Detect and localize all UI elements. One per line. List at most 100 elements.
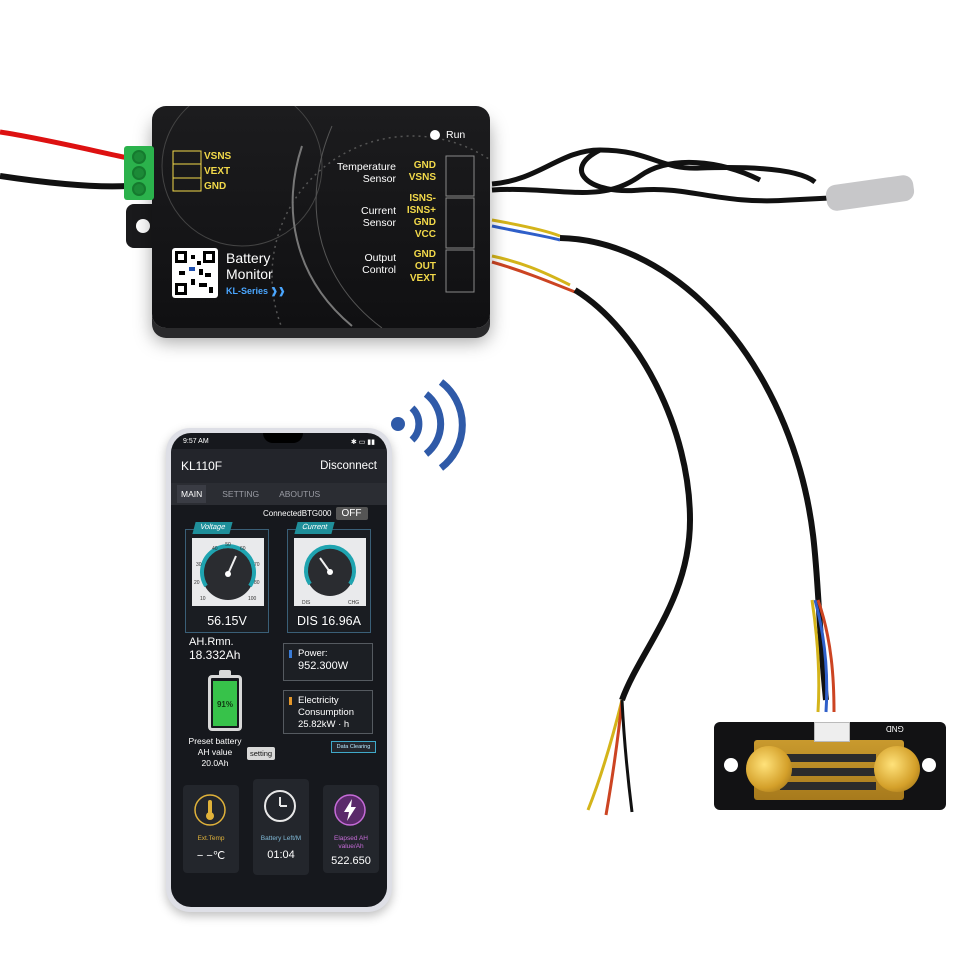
battery-left-label: Battery Left/M [260, 835, 302, 842]
output-line2: Control [362, 264, 396, 276]
data-clearing-button[interactable]: Data Clearing [331, 741, 376, 753]
elapsed-ah-label: Elapsed AH value/Ah [323, 835, 379, 851]
preset-battery: Preset battery AH value 20.0Ah [177, 736, 253, 769]
pin-item: VEXT [409, 273, 436, 284]
setting-button[interactable]: setting [247, 747, 276, 760]
battery-cap [219, 670, 231, 675]
pin-item: GND [413, 217, 436, 228]
current-tag: Current [294, 522, 335, 534]
output-pins: GND OUT VEXT [400, 249, 436, 285]
battery-percent: 91% [216, 700, 233, 709]
voltage-dial-icon: 50 40 60 30 70 20 80 10 100 [192, 538, 264, 606]
current-line1: Current [360, 205, 396, 217]
run-label: Run [446, 129, 466, 141]
svg-text:DIS: DIS [302, 600, 311, 606]
pin-item: GND [413, 249, 436, 260]
tab-bar: MAIN SETTING ABOUTUS [171, 483, 387, 505]
current-pins: ISNS- ISNS+ GND VCC [394, 193, 436, 241]
svg-text:10: 10 [200, 596, 206, 602]
svg-text:20: 20 [194, 580, 200, 586]
status-time: 9:57 AM [183, 438, 209, 445]
temp-pins: GND VSNS [400, 160, 436, 184]
ah-remaining-value: 18.332Ah [189, 648, 241, 662]
group-current-label: Current Sensor [330, 205, 396, 229]
connection-status: ConnectedBTG000 [263, 509, 332, 518]
current-shunt: GND [714, 722, 946, 810]
svg-text:60: 60 [240, 546, 246, 552]
svg-text:CHG: CHG [348, 600, 359, 606]
qr-code-icon [172, 248, 218, 298]
app-screen: 9:57 AM ✱ ▭ ▮▮ KL110F Disconnect MAIN SE… [171, 433, 387, 907]
energy-line1: Electricity [298, 695, 339, 706]
energy-box: Electricity Consumption 25.82kW · h [283, 690, 373, 734]
ext-temp-tile: Ext.Temp − −℃ [183, 785, 239, 873]
run-led-icon [430, 130, 440, 140]
brand-line2: Monitor [226, 266, 273, 282]
pin-item: VSNS [408, 172, 436, 183]
elapsed-line2: value/Ah [338, 843, 364, 850]
pin-vsns: VSNS [204, 151, 232, 162]
svg-text:40: 40 [212, 546, 218, 552]
current-value: DIS 16.96A [297, 614, 361, 628]
tab-setting[interactable]: SETTING [222, 489, 260, 499]
tab-aboutus[interactable]: ABOUTUS [279, 489, 321, 499]
left-pin-box [172, 150, 202, 192]
status-icons: ✱ ▭ ▮▮ [350, 439, 375, 446]
disconnect-button[interactable]: Disconnect [320, 460, 377, 472]
voltage-value: 56.15V [207, 614, 247, 628]
device-brand-title: Battery Monitor [226, 250, 273, 282]
power-box: Power: 952.300W [283, 643, 373, 681]
elapsed-ah-value: 522.650 [331, 855, 371, 867]
elapsed-line1: Elapsed AH [334, 835, 368, 842]
svg-text:100: 100 [248, 596, 257, 602]
battery-left-value: 01:04 [267, 849, 295, 861]
preset-line2: AH value [197, 747, 233, 757]
energy-line2: Consumption [298, 707, 354, 718]
energy-value: 25.82kW · h [298, 719, 350, 730]
voltage-gauge-card: Voltage 50 40 60 30 70 20 80 10 100 56.1… [185, 522, 269, 633]
temperature-line2: Sensor [362, 173, 396, 185]
group-output-label: Output Control [336, 252, 396, 276]
app-title: KL110F [181, 459, 223, 473]
camera-notch [263, 433, 303, 443]
bolt-icon [874, 746, 920, 792]
battery-level-icon: 91% [208, 675, 242, 731]
tab-main[interactable]: MAIN [177, 485, 207, 503]
preset-line1: Preset battery [188, 736, 242, 746]
svg-text:30: 30 [196, 562, 202, 568]
preset-value: 20.0Ah [201, 758, 229, 768]
battery-left-tile: Battery Left/M 01:04 [253, 779, 309, 875]
off-toggle-button[interactable]: OFF [335, 507, 368, 520]
ext-temp-label: Ext.Temp [197, 835, 225, 842]
bolt-icon [746, 746, 792, 792]
svg-text:80: 80 [254, 580, 260, 586]
smartphone: 9:57 AM ✱ ▭ ▮▮ KL110F Disconnect MAIN SE… [166, 428, 392, 912]
connection-row: ConnectedBTG000 OFF [263, 507, 368, 520]
pin-item: VCC [414, 229, 436, 240]
ah-remaining-label: AH.Rmn. [189, 636, 234, 648]
power-value: 952.300W [298, 660, 349, 672]
current-gauge-card: Current DIS CHG DIS 16.96A [287, 522, 371, 633]
pin-item: OUT [414, 261, 436, 272]
lightning-icon [334, 794, 366, 826]
power-label: Power: [298, 648, 328, 659]
ext-temp-value: − −℃ [196, 850, 226, 862]
pin-vext: VEXT [204, 166, 231, 177]
group-temperature-label: Temperature Sensor [322, 161, 396, 185]
clock-icon [264, 790, 296, 822]
temperature-line1: Temperature [337, 161, 396, 173]
current-line2: Sensor [362, 217, 396, 229]
pin-item: ISNS+ [406, 205, 436, 216]
pin-gnd: GND [204, 181, 227, 192]
device-series: KL-Series ❱❱ [226, 286, 286, 296]
shunt-gnd-label: GND [886, 724, 904, 733]
current-dial-icon: DIS CHG [294, 538, 366, 606]
voltage-tag: Voltage [192, 522, 233, 534]
device-decoration [161, 106, 490, 328]
battery-fill [213, 680, 237, 726]
brand-line1: Battery [226, 250, 271, 266]
shunt-connector [814, 722, 850, 742]
thermometer-icon [194, 794, 226, 826]
screw-terminal [124, 146, 154, 200]
